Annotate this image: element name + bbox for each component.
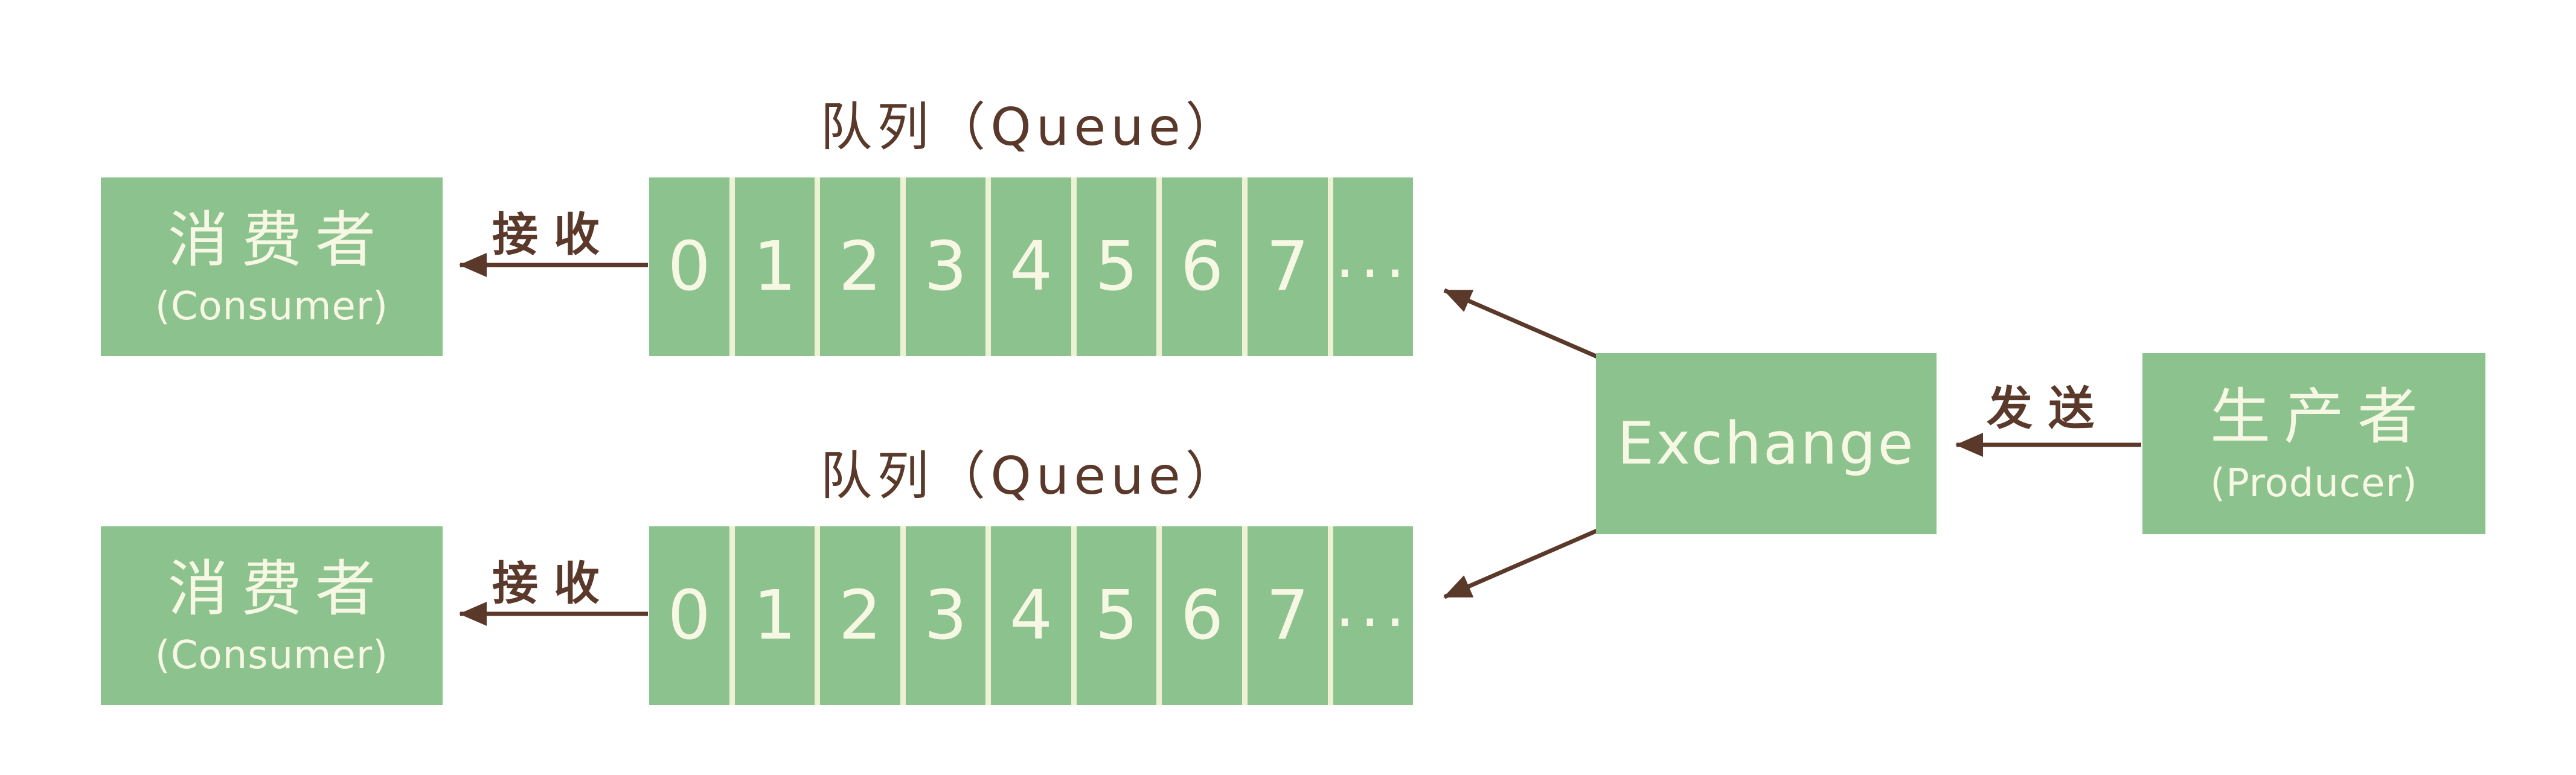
queue-top-cell: 7 [1248, 177, 1333, 356]
queue-bottom-cell: 2 [820, 526, 906, 705]
exchange-to-bottom-queue-arrow-icon [1443, 526, 1603, 599]
queue-bottom-cell: 1 [735, 526, 821, 705]
queue-bottom: 0 1 2 3 4 5 6 7 ... [649, 526, 1413, 705]
receive-top-label: 接收 [492, 208, 615, 261]
exchange-title: Exchange [1617, 410, 1915, 477]
send-label: 发送 [1987, 381, 2110, 435]
queue-bottom-cell: 7 [1248, 526, 1333, 705]
queue-top-cell: 2 [820, 177, 906, 356]
consumer-bottom-title: 消费者 [168, 553, 389, 624]
queue-top-cell: 4 [991, 177, 1077, 356]
queue-bottom-cell: 0 [649, 526, 735, 705]
consumer-bottom-subtitle: (Consumer) [155, 633, 389, 678]
consumer-bottom-node: 消费者 (Consumer) [101, 526, 443, 705]
exchange-to-top-queue-arrow-icon [1443, 288, 1603, 361]
consumer-top-title: 消费者 [168, 204, 389, 275]
queue-top-cell-ellipsis: ... [1335, 221, 1411, 292]
consumer-top-node: 消费者 (Consumer) [101, 177, 443, 356]
queue-bottom-cell: 6 [1162, 526, 1248, 705]
queue-top-cell: 6 [1162, 177, 1248, 356]
producer-title: 生产者 [2210, 381, 2431, 452]
producer-subtitle: (Producer) [2210, 461, 2418, 506]
queue-top-cell: 3 [906, 177, 992, 356]
queue-top-cell: 1 [735, 177, 821, 356]
queue-bottom-label: 队列（Queue） [820, 445, 1242, 506]
queue-top: 0 1 2 3 4 5 6 7 ... [649, 177, 1413, 356]
queue-top-cell: 5 [1077, 177, 1162, 356]
queue-top-cell: 0 [649, 177, 735, 356]
queue-bottom-cell: 4 [991, 526, 1077, 705]
queue-bottom-cell: 3 [906, 526, 992, 705]
queue-bottom-cell: 5 [1077, 526, 1162, 705]
queue-bottom-cell-ellipsis: ... [1335, 570, 1411, 640]
consumer-top-subtitle: (Consumer) [155, 284, 389, 329]
receive-bottom-label: 接收 [492, 557, 615, 610]
exchange-node: Exchange [1596, 353, 1937, 534]
producer-node: 生产者 (Producer) [2142, 353, 2485, 534]
queue-top-label: 队列（Queue） [820, 97, 1242, 158]
